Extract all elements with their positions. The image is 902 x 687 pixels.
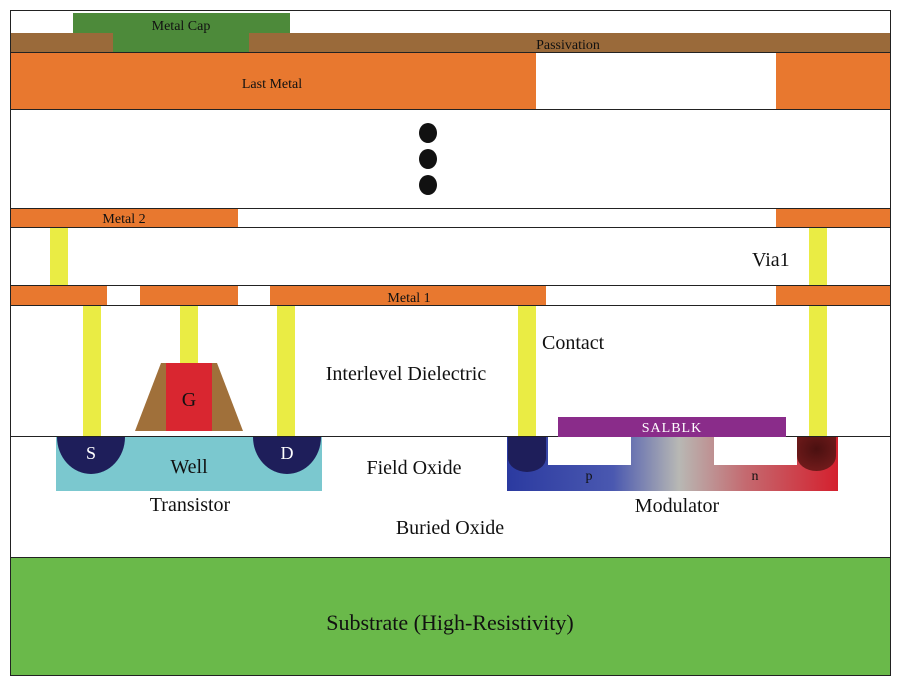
metal-1-segment-drain — [270, 286, 546, 305]
contact-modulator-n — [809, 306, 827, 437]
passivation-left — [11, 33, 113, 52]
last-metal-label: Last Metal — [242, 77, 302, 92]
via1-left — [50, 228, 68, 285]
metal-1-segment-source — [11, 286, 107, 305]
drain-region — [253, 437, 321, 474]
ellipsis-dot-1 — [419, 123, 437, 143]
ellipsis-dot-3 — [419, 175, 437, 195]
metal-2-right — [776, 209, 890, 227]
modulator-label: Modulator — [635, 495, 720, 517]
via1-right — [809, 228, 827, 285]
metal-2-label: Metal 2 — [102, 212, 145, 227]
modulator-pn-junction — [507, 437, 838, 491]
modulator-n-plus-contact — [797, 437, 836, 472]
metal-1-segment-gate — [140, 286, 238, 305]
metal-2-left — [11, 209, 238, 227]
last-metal-right — [776, 53, 890, 109]
n-region-label: n — [752, 469, 759, 484]
transistor-label: Transistor — [150, 494, 231, 516]
ellipsis-dot-2 — [419, 149, 437, 169]
well-label: Well — [170, 456, 208, 478]
drain-label: D — [281, 443, 294, 463]
interlevel-dielectric-label: Interlevel Dielectric — [326, 363, 487, 385]
contact-modulator-p — [518, 306, 536, 437]
metal-1-label: Metal 1 — [387, 291, 430, 306]
metal-cap-label: Metal Cap — [152, 19, 211, 34]
metal-1-segment-right — [776, 286, 890, 305]
buried-oxide-label: Buried Oxide — [396, 517, 504, 539]
via1-label: Via1 — [752, 249, 790, 271]
gate-electrode — [166, 363, 212, 431]
source-label: S — [86, 443, 96, 463]
contact-drain — [277, 306, 295, 437]
contact-gate — [180, 306, 198, 363]
salblk-layer — [558, 417, 786, 437]
metal-cap-layer — [73, 13, 290, 33]
modulator-p-plus-contact — [508, 437, 546, 472]
contact-source — [83, 306, 101, 437]
substrate-label: Substrate (High-Resistivity) — [326, 610, 573, 635]
metal-cap-pad — [113, 33, 249, 52]
field-oxide-label: Field Oxide — [367, 457, 462, 479]
p-region-label: p — [586, 469, 593, 484]
gate-label: G — [182, 389, 196, 411]
passivation-label: Passivation — [536, 38, 600, 53]
source-region — [57, 437, 125, 474]
contact-label: Contact — [542, 332, 605, 354]
last-metal-left — [11, 53, 536, 109]
passivation-right — [249, 33, 890, 52]
salblk-label: SALBLK — [642, 421, 702, 436]
substrate-layer — [11, 558, 890, 675]
